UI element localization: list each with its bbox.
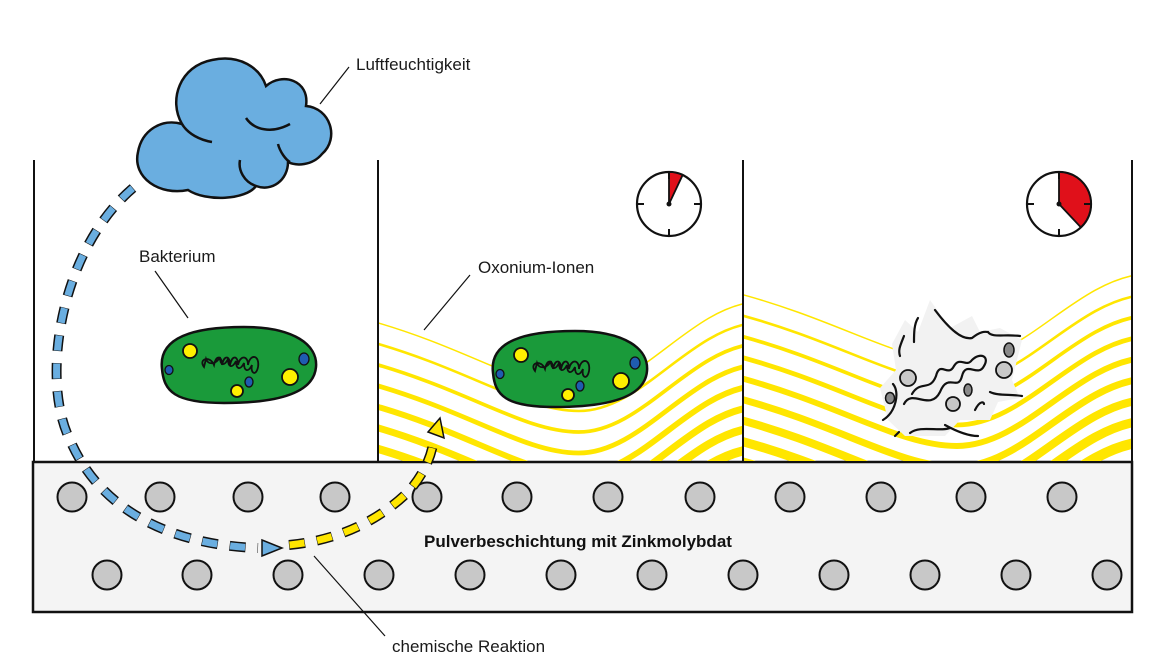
- yellow-granule: [230, 384, 244, 398]
- destroyed-bacterium: [880, 300, 1024, 438]
- blue-granule: [164, 364, 174, 376]
- clock-center: [666, 201, 672, 207]
- humidity-flow-arrow: [51, 184, 285, 558]
- coating-layer: [31, 460, 1134, 614]
- zinc-molybdate-particle: [684, 481, 716, 513]
- yellow-granule: [561, 388, 575, 402]
- dna-strand: [201, 355, 260, 374]
- ion-wave: [379, 364, 742, 456]
- clock-elapsed-sector: [1058, 171, 1092, 229]
- leader-lines: [154, 66, 471, 637]
- humidity-arrow-dashes: [53, 185, 259, 552]
- zinc-molybdate-particle: [1046, 481, 1078, 513]
- oxonium-ion-waves-panel-2: [379, 303, 742, 461]
- yellow-granule: [612, 372, 630, 390]
- label-reaction: chemische Reaktion: [392, 637, 545, 656]
- panel-walls: [33, 160, 1133, 462]
- zinc-molybdate-particle: [272, 559, 304, 591]
- ion-wave: [379, 323, 742, 413]
- bacterium-cell: [491, 329, 649, 409]
- leader-bacterium: [154, 270, 189, 319]
- ion-wave: [744, 377, 1131, 461]
- zinc-molybdate-particle: [636, 559, 668, 591]
- zinc-molybdate-particle: [955, 481, 987, 513]
- zinc-molybdate-particle: [818, 559, 850, 591]
- dna-strand: [532, 359, 591, 378]
- bacterium-panel-1: [160, 325, 318, 405]
- ion-wave: [379, 344, 742, 434]
- label-bacterium: Bakterium: [139, 247, 216, 266]
- blue-granule: [244, 376, 254, 388]
- zinc-molybdate-particle: [501, 481, 533, 513]
- blue-granule: [298, 352, 310, 366]
- humidity-cloud-icon: [135, 57, 333, 200]
- zinc-molybdate-particles: [56, 481, 1123, 591]
- zinc-molybdate-particle: [319, 481, 351, 513]
- yellow-granule: [182, 343, 198, 359]
- ion-wave: [744, 336, 1131, 428]
- timer-clock-early-icon: [635, 170, 703, 238]
- zinc-molybdate-particle: [232, 481, 264, 513]
- blue-granule: [629, 356, 641, 370]
- ion-wave: [379, 426, 742, 461]
- zinc-molybdate-particle: [865, 481, 897, 513]
- bacterium-cell: [160, 325, 318, 405]
- zinc-molybdate-particle: [91, 559, 123, 591]
- bacterium-panel-2: [491, 329, 649, 409]
- zinc-molybdate-particle: [909, 559, 941, 591]
- zinc-molybdate-particle: [727, 559, 759, 591]
- zinc-molybdate-particle: [1091, 559, 1123, 591]
- label-oxonium: Oxonium-Ionen: [478, 258, 594, 277]
- arrow-head-blue: [261, 538, 285, 558]
- zinc-molybdate-particle: [181, 559, 213, 591]
- zinc-molybdate-particle: [411, 481, 443, 513]
- zinc-molybdate-particle: [545, 559, 577, 591]
- yellow-granule: [281, 368, 299, 386]
- zinc-molybdate-particle: [1000, 559, 1032, 591]
- arrow-head-yellow: [426, 416, 446, 440]
- blue-granule: [495, 368, 505, 380]
- label-humidity: Luftfeuchtigkeit: [356, 55, 471, 74]
- zinc-molybdate-particle: [363, 559, 395, 591]
- blue-granule: [575, 380, 585, 392]
- zinc-molybdate-particle: [144, 481, 176, 513]
- label-coating: Pulverbeschichtung mit Zinkmolybdat: [424, 532, 732, 551]
- reaction-arrow-dashes: [288, 437, 438, 549]
- zinc-molybdate-particle: [774, 481, 806, 513]
- zinc-molybdate-particle: [592, 481, 624, 513]
- ion-wave: [744, 397, 1131, 461]
- leader-humidity: [319, 66, 350, 105]
- reaction-flow-arrow: [288, 416, 446, 550]
- leader-oxonium: [423, 274, 471, 331]
- ion-wave: [379, 405, 742, 461]
- ion-wave: [744, 357, 1131, 449]
- leader-reaction: [313, 555, 386, 637]
- timer-clock-late-icon: [1025, 170, 1093, 238]
- zinc-molybdate-particle: [454, 559, 486, 591]
- ion-wave: [379, 385, 742, 461]
- clock-center: [1056, 201, 1062, 207]
- zinc-molybdate-particle: [56, 481, 88, 513]
- yellow-granule: [513, 347, 529, 363]
- ion-wave: [744, 418, 1131, 461]
